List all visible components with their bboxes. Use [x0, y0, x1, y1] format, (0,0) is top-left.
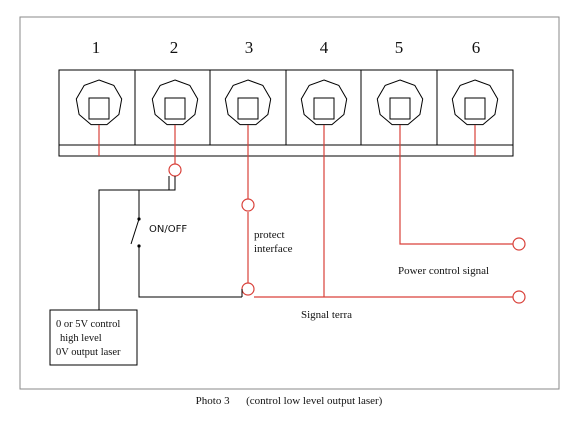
node-protect-interface: [241, 198, 255, 212]
terminal-block: [58, 69, 514, 157]
switch-lever: [130, 218, 140, 245]
wire-switch-to-ground: [138, 246, 242, 298]
screw-terminals: [75, 79, 499, 126]
terminal-number-1: 1: [92, 38, 101, 57]
signal-terra-label: Signal terra: [301, 309, 352, 321]
control-box-line-3: 0V output laser: [56, 347, 121, 358]
control-box-line-2: high level: [60, 333, 102, 344]
terminal-contact-5: [389, 97, 411, 120]
terminal-contact-2: [164, 97, 186, 120]
terminal-contact-1: [88, 97, 110, 120]
figure-caption: Photo 3 (control low level output laser): [195, 395, 383, 407]
switch-contacts: [137, 217, 141, 248]
outer-frame: [19, 16, 560, 390]
node-terminal-2: [168, 163, 182, 177]
wire-terminal-5: [399, 125, 513, 245]
node-signal-terra: [512, 290, 526, 304]
power-control-signal-label: Power control signal: [398, 265, 489, 277]
terminal-number-4: 4: [320, 38, 329, 57]
control-box-line-1: 0 or 5V control: [56, 319, 120, 330]
node-ground-junction: [241, 282, 255, 296]
node-power-control-signal: [512, 237, 526, 251]
terminal-number-2: 2: [170, 38, 179, 57]
terminal-number-6: 6: [472, 38, 481, 57]
red-wires: [98, 125, 513, 298]
wire-to-switch-top: [138, 176, 176, 219]
on-off-label: ON/OFF: [149, 224, 187, 235]
interface-label: interface: [254, 243, 293, 255]
terminal-contact-4: [313, 97, 335, 120]
terminal-number-3: 3: [245, 38, 254, 57]
control-wiring: [98, 176, 243, 310]
terminal-contact-3: [237, 97, 259, 120]
protect-label: protect: [254, 229, 285, 241]
control-box: [49, 309, 138, 366]
terminal-contact-6: [464, 97, 486, 120]
wire-terminal-2-to-box: [98, 176, 170, 310]
connection-points: [168, 163, 526, 304]
terminal-number-5: 5: [395, 38, 404, 57]
